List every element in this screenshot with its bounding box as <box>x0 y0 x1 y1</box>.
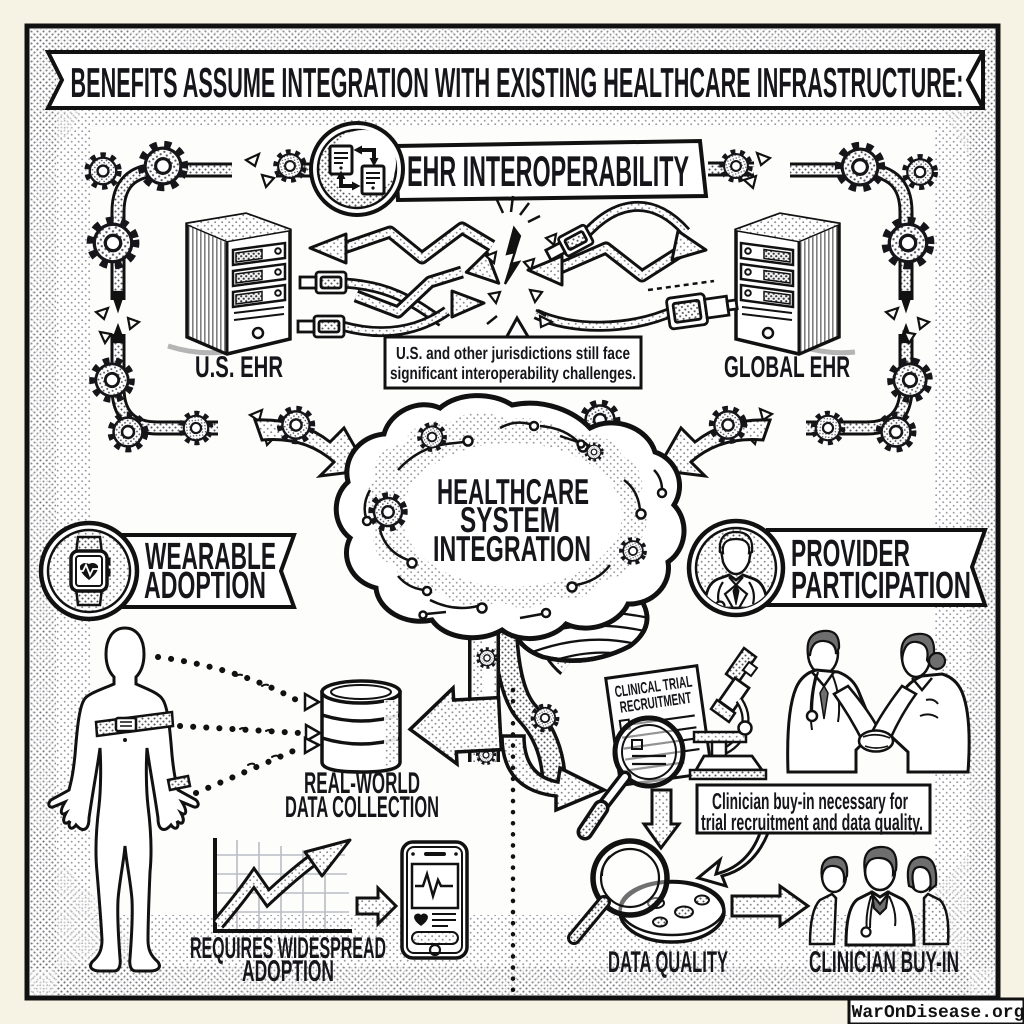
svg-text:PROVIDER: PROVIDER <box>791 533 910 575</box>
svg-text:PARTICIPATION: PARTICIPATION <box>791 565 971 607</box>
svg-text:HEALTHCARE: HEALTHCARE <box>437 471 589 512</box>
svg-text:ADOPTION: ADOPTION <box>144 565 266 607</box>
svg-text:ADOPTION: ADOPTION <box>242 955 334 988</box>
svg-text:CLINICIAN BUY-IN: CLINICIAN BUY-IN <box>809 946 959 979</box>
svg-text:Clinician buy-in necessary for: Clinician buy-in necessary for <box>712 788 908 814</box>
svg-text:INTEGRATION: INTEGRATION <box>433 528 591 569</box>
svg-text:WarOnDisease.org: WarOnDisease.org <box>852 1003 1024 1023</box>
svg-text:BENEFITS ASSUME INTEGRATION WI: BENEFITS ASSUME INTEGRATION WITH EXISTIN… <box>71 59 964 106</box>
svg-text:WEARABLE: WEARABLE <box>145 536 276 578</box>
svg-text:REAL-WORLD: REAL-WORLD <box>304 767 420 800</box>
svg-text:GLOBAL EHR: GLOBAL EHR <box>724 351 850 384</box>
svg-text:trial recruitment and data qua: trial recruitment and data quality. <box>701 809 923 835</box>
svg-text:significant interoperability c: significant interoperability challenges. <box>390 363 636 383</box>
svg-text:U.S. and other jurisdictions s: U.S. and other jurisdictions still face <box>396 343 630 363</box>
svg-text:DATA QUALITY: DATA QUALITY <box>608 946 728 979</box>
svg-text:SYSTEM: SYSTEM <box>460 499 560 540</box>
svg-text:EHR INTEROPERABILITY: EHR INTEROPERABILITY <box>407 148 689 196</box>
svg-text:DATA COLLECTION: DATA COLLECTION <box>285 791 439 824</box>
svg-text:REQUIRES WIDESPREAD: REQUIRES WIDESPREAD <box>190 932 386 965</box>
svg-text:U.S. EHR: U.S. EHR <box>195 351 283 384</box>
